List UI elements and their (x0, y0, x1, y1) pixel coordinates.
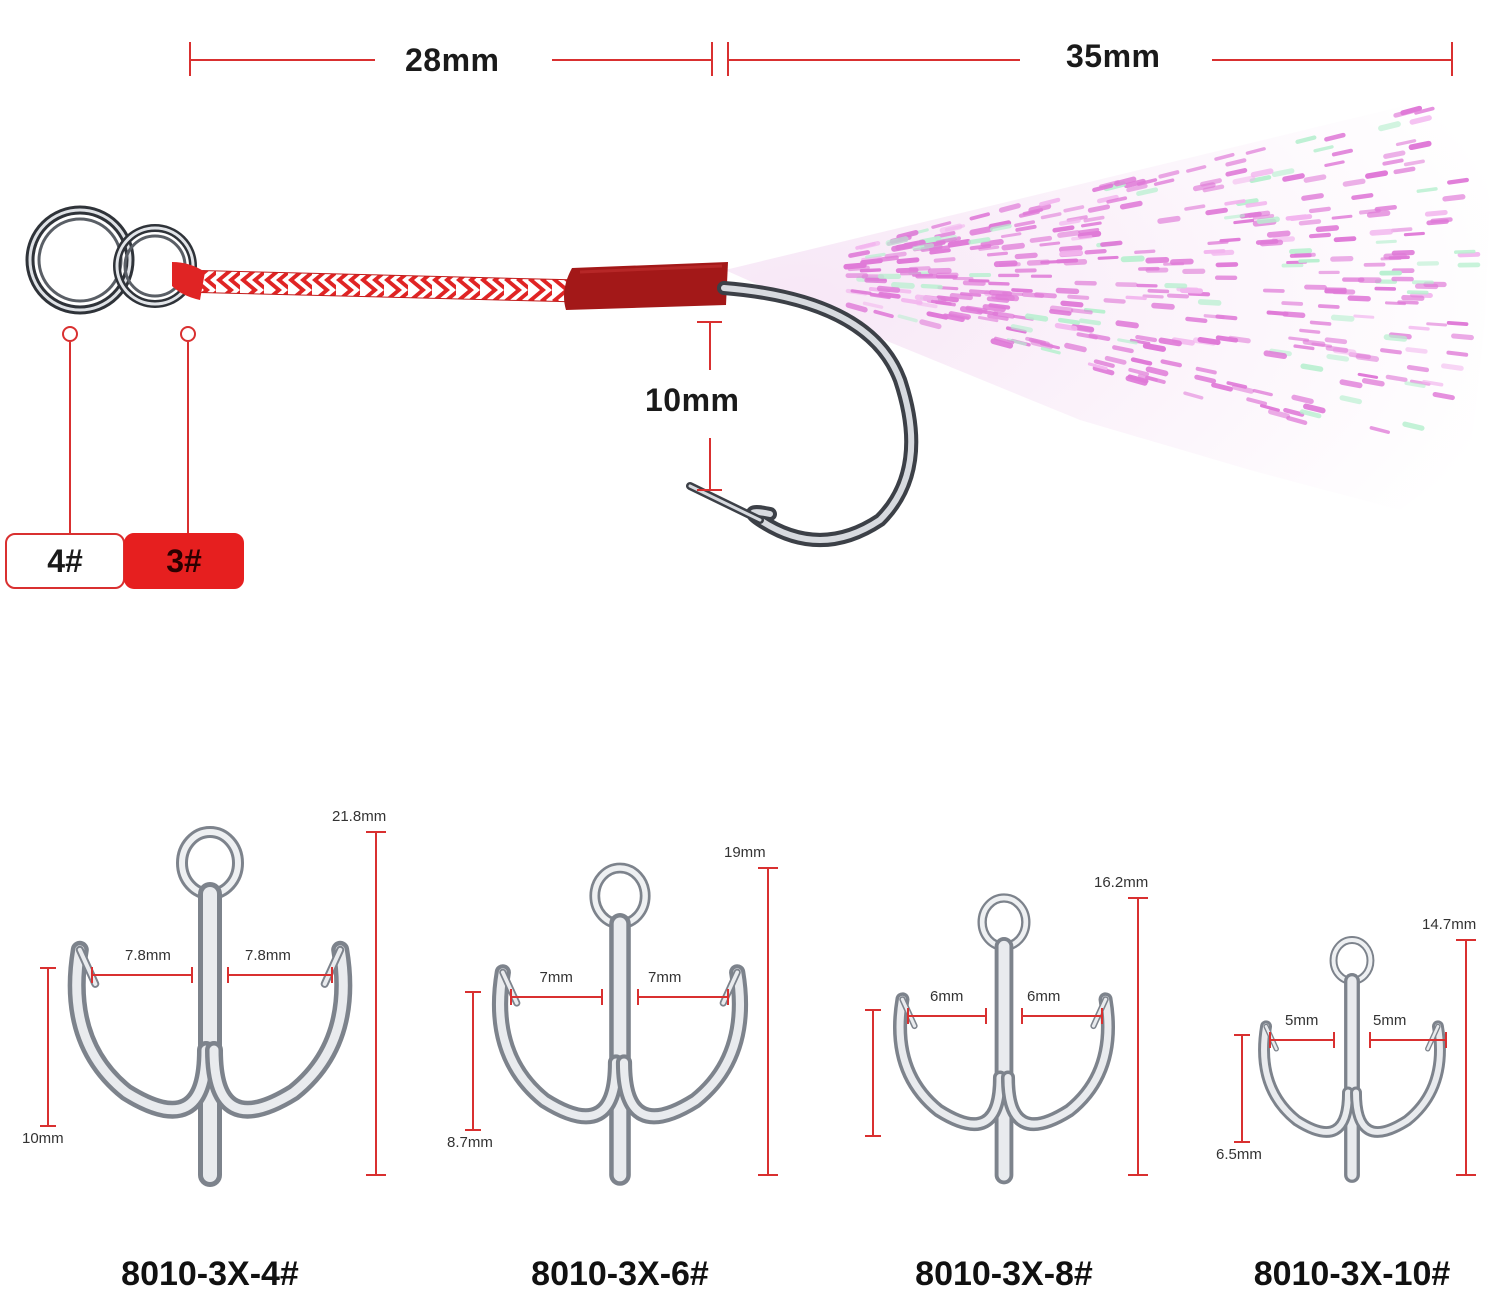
height-dimension-line (1456, 939, 1476, 1176)
span-right-label: 7mm (648, 969, 682, 986)
point-height-dimension-line (465, 991, 481, 1131)
feather-length-label: 35mm (1066, 38, 1161, 75)
single-hook (686, 281, 919, 547)
ring-callouts (62, 326, 196, 535)
height-dimension-line (1128, 897, 1148, 1176)
span-right-label: 6mm (1027, 988, 1061, 1005)
span-dimension-line (1269, 1032, 1447, 1048)
point-height-dimension-line (865, 1009, 881, 1137)
span-dimension-line (907, 1008, 1103, 1024)
shank-dimension-line (189, 42, 713, 76)
point-height-dimension-line (40, 967, 56, 1127)
span-dimension-line (91, 967, 333, 983)
point-height-label: 10mm (22, 1130, 64, 1147)
treble-hook (491, 862, 749, 1186)
assist-hook-illustration (25, 42, 1490, 547)
flash-skirt (725, 90, 1490, 510)
treble-hook (67, 826, 353, 1187)
point-height-dimension-line (1234, 1034, 1250, 1143)
span-right-label: 5mm (1373, 1012, 1407, 1029)
height-label: 21.8mm (332, 808, 387, 825)
height-dimension-line (758, 867, 778, 1176)
height-dimension-line (366, 831, 386, 1176)
height-label: 14.7mm (1422, 916, 1477, 933)
height-label: 19mm (724, 844, 766, 861)
model-label: 8010-3X-8# (915, 1255, 1093, 1293)
height-label: 16.2mm (1094, 874, 1149, 891)
ring-size-badge-3: 3# (124, 533, 244, 589)
thread-wrap (564, 262, 728, 310)
model-label: 8010-3X-4# (121, 1255, 299, 1293)
shank-length-label: 28mm (405, 42, 500, 79)
ring-size-badge-4: 4# (5, 533, 125, 589)
span-left-label: 7mm (539, 969, 573, 986)
model-label: 8010-3X-10# (1253, 1255, 1451, 1293)
span-left-label: 6mm (930, 988, 964, 1005)
span-dimension-line (510, 989, 729, 1005)
span-left-label: 5mm (1285, 1012, 1319, 1029)
span-right-label: 7.8mm (245, 947, 291, 964)
gap-width-label: 10mm (645, 382, 740, 418)
span-left-label: 7.8mm (125, 947, 171, 964)
treble-hook (1258, 936, 1446, 1183)
model-label: 8010-3X-6# (531, 1255, 709, 1293)
treble-hook (893, 893, 1115, 1185)
point-height-label: 8.7mm (447, 1134, 493, 1151)
gap-dimension-line (697, 321, 722, 491)
feather-dimension-line (727, 42, 1453, 76)
point-height-label: 6.5mm (1216, 1146, 1262, 1163)
